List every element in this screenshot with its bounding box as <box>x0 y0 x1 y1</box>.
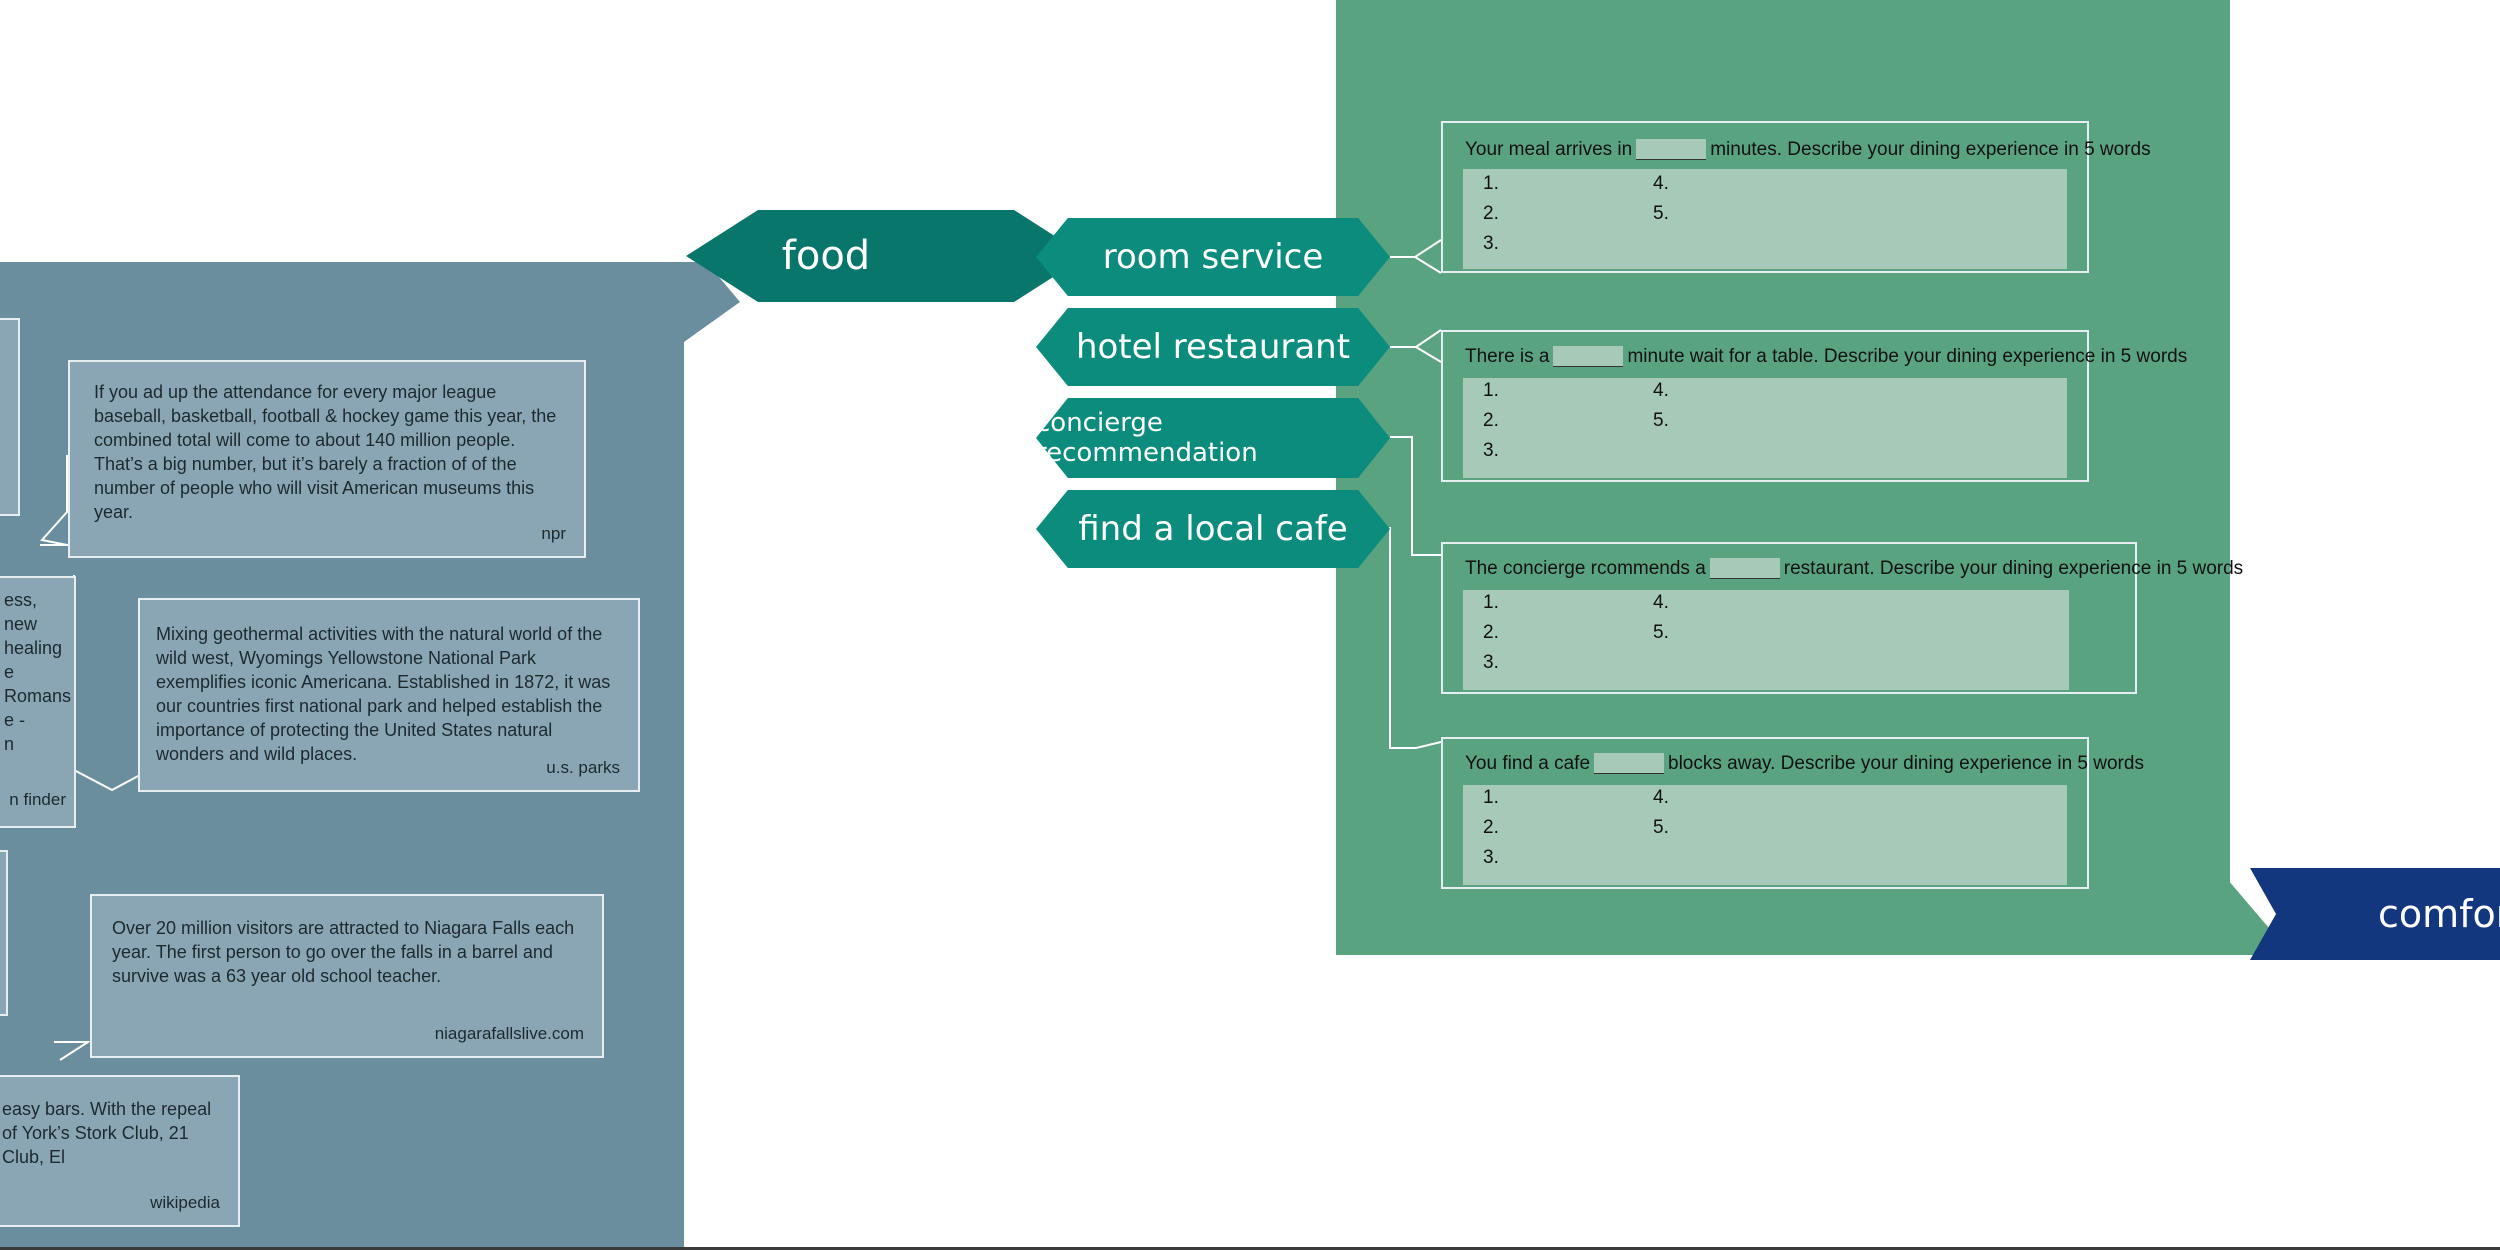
blank-input[interactable] <box>1594 753 1665 775</box>
node-comfort[interactable]: comfor <box>2250 868 2500 960</box>
fact-card-npr: If you ad up the attendance for every ma… <box>68 360 586 558</box>
node-concierge-recommendation[interactable]: concierge recommendation <box>1036 398 1390 478</box>
list-number: 3. <box>1483 233 1499 254</box>
fact-text-fragment: e <box>4 662 15 682</box>
prompt-question: Your meal arrives in minutes. Describe yo… <box>1465 139 2151 161</box>
fact-card-partial-left: ess, new healing e Romans e - n n finder <box>0 576 76 828</box>
fact-card-us-parks: Mixing geothermal activities with the na… <box>138 598 640 792</box>
answer-list[interactable]: 1. 2. 3. 4. 5. <box>1463 590 2069 690</box>
node-find-local-cafe[interactable]: find a local cafe <box>1036 490 1390 568</box>
list-number: 2. <box>1483 817 1499 838</box>
fact-card-wikipedia: easy bars. With the repeal of York’s Sto… <box>0 1075 240 1227</box>
prompt-text-before: There is a <box>1465 346 1550 367</box>
fact-text: Mixing geothermal activities with the na… <box>156 624 611 764</box>
fact-source: npr <box>541 524 566 543</box>
list-number: 1. <box>1483 380 1499 401</box>
prompt-text-before: Your meal arrives in <box>1465 139 1633 160</box>
node-label: find a local cafe <box>1078 509 1348 549</box>
fact-card-partial-top <box>0 318 20 516</box>
blank-input[interactable] <box>1553 346 1624 368</box>
blank-input[interactable] <box>1636 139 1707 161</box>
fact-source: u.s. parks <box>546 758 620 777</box>
prompt-text-after: minutes. Describe your dining experience… <box>1710 139 2151 160</box>
list-number: 1. <box>1483 592 1499 613</box>
node-comfort-label: comfor <box>2378 892 2500 936</box>
list-number: 4. <box>1653 380 1669 401</box>
prompt-text-after: minute wait for a table. Describe your d… <box>1627 346 2188 367</box>
prompt-room-service: Your meal arrives in minutes. Describe yo… <box>1441 121 2151 273</box>
prompt-hotel-restaurant: There is a minute wait for a table. Descr… <box>1441 330 2187 482</box>
list-number: 2. <box>1483 622 1499 643</box>
answer-list[interactable]: 1. 2. 3. 4. 5. <box>1463 169 2067 269</box>
fact-text: If you ad up the attendance for every ma… <box>94 382 557 522</box>
answer-list[interactable]: 1. 2. 3. 4. 5. <box>1463 378 2067 478</box>
fact-text-fragment: healing <box>4 638 63 658</box>
list-number: 3. <box>1483 652 1499 673</box>
list-number: 2. <box>1483 203 1499 224</box>
prompt-question: The concierge rcommends a restaurant. Des… <box>1465 558 2243 580</box>
node-label: concierge recommendation <box>1036 408 1258 468</box>
node-label: room service <box>1102 237 1324 277</box>
prompt-local-cafe: You find a cafe blocks away. Describe you… <box>1441 737 2144 889</box>
fact-text: Over 20 million visitors are attracted t… <box>112 918 575 986</box>
fact-text-fragment: n <box>4 734 15 754</box>
node-label: hotel restaurant <box>1075 327 1351 367</box>
node-food-label: food <box>781 233 871 279</box>
fact-text-fragment: new <box>4 614 38 634</box>
list-number: 4. <box>1653 173 1669 194</box>
prompt-question: There is a minute wait for a table. Descr… <box>1465 346 2187 368</box>
list-number: 3. <box>1483 847 1499 868</box>
fact-card-partial-mid <box>0 850 8 1016</box>
prompt-question: You find a cafe blocks away. Describe you… <box>1465 753 2144 775</box>
bottom-border <box>0 1247 2500 1250</box>
fact-text-fragment: Romans <box>4 686 72 706</box>
list-number: 2. <box>1483 410 1499 431</box>
fact-text: easy bars. With the repeal of York’s Sto… <box>2 1099 212 1167</box>
node-food[interactable]: food <box>686 210 1086 302</box>
blank-input[interactable] <box>1709 558 1780 580</box>
fact-source: n finder <box>9 790 66 809</box>
list-number: 4. <box>1653 787 1669 808</box>
list-number: 1. <box>1483 173 1499 194</box>
list-number: 3. <box>1483 440 1499 461</box>
node-hotel-restaurant[interactable]: hotel restaurant <box>1036 308 1390 386</box>
list-number: 4. <box>1653 592 1669 613</box>
answer-list[interactable]: 1. 2. 3. 4. 5. <box>1463 785 2067 885</box>
fact-source: wikipedia <box>150 1193 220 1212</box>
prompt-text-after: restaurant. Describe your dining experie… <box>1783 558 2244 579</box>
node-room-service[interactable]: room service <box>1036 218 1390 296</box>
list-number: 1. <box>1483 787 1499 808</box>
list-number: 5. <box>1653 410 1669 431</box>
fact-text-fragment: e - <box>4 710 26 730</box>
prompt-text-before: You find a cafe <box>1465 753 1591 774</box>
fact-text-fragment: ess, <box>4 590 38 610</box>
prompt-text-after: blocks away. Describe your dining experi… <box>1668 753 2144 774</box>
fact-card-niagara: Over 20 million visitors are attracted t… <box>90 894 604 1058</box>
list-number: 5. <box>1653 817 1669 838</box>
prompt-text-before: The concierge rcommends a <box>1465 558 1706 579</box>
list-number: 5. <box>1653 203 1669 224</box>
prompt-concierge: The concierge rcommends a restaurant. Des… <box>1441 542 2243 694</box>
fact-source: niagarafallslive.com <box>434 1024 584 1043</box>
list-number: 5. <box>1653 622 1669 643</box>
